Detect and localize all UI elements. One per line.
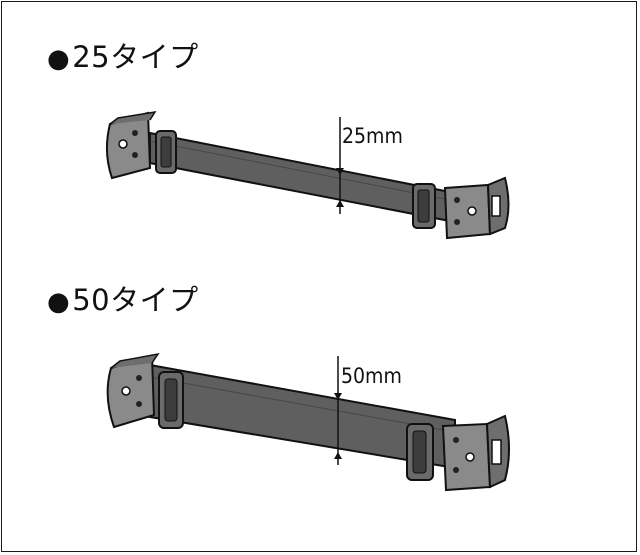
dimension-label-50: 50mm	[341, 364, 402, 388]
section-title-50: 50タイプ	[72, 283, 199, 317]
bullet-icon: ●	[47, 44, 71, 74]
strap-50-right-bracket	[441, 414, 510, 492]
strap-25-dimension-marker	[336, 117, 344, 214]
strap-25-right-bracket	[443, 176, 510, 240]
dimension-label-25: 25mm	[342, 124, 403, 148]
section-heading-25: ●25タイプ	[47, 34, 199, 76]
strap-25-left-bracket	[106, 110, 157, 180]
bullet-icon: ●	[47, 287, 71, 317]
section-heading-50: ●50タイプ	[47, 277, 199, 319]
strap-50-left-bracket	[106, 352, 160, 429]
section-title-25: 25タイプ	[72, 40, 199, 74]
strap-50-dimension-marker	[334, 356, 342, 465]
